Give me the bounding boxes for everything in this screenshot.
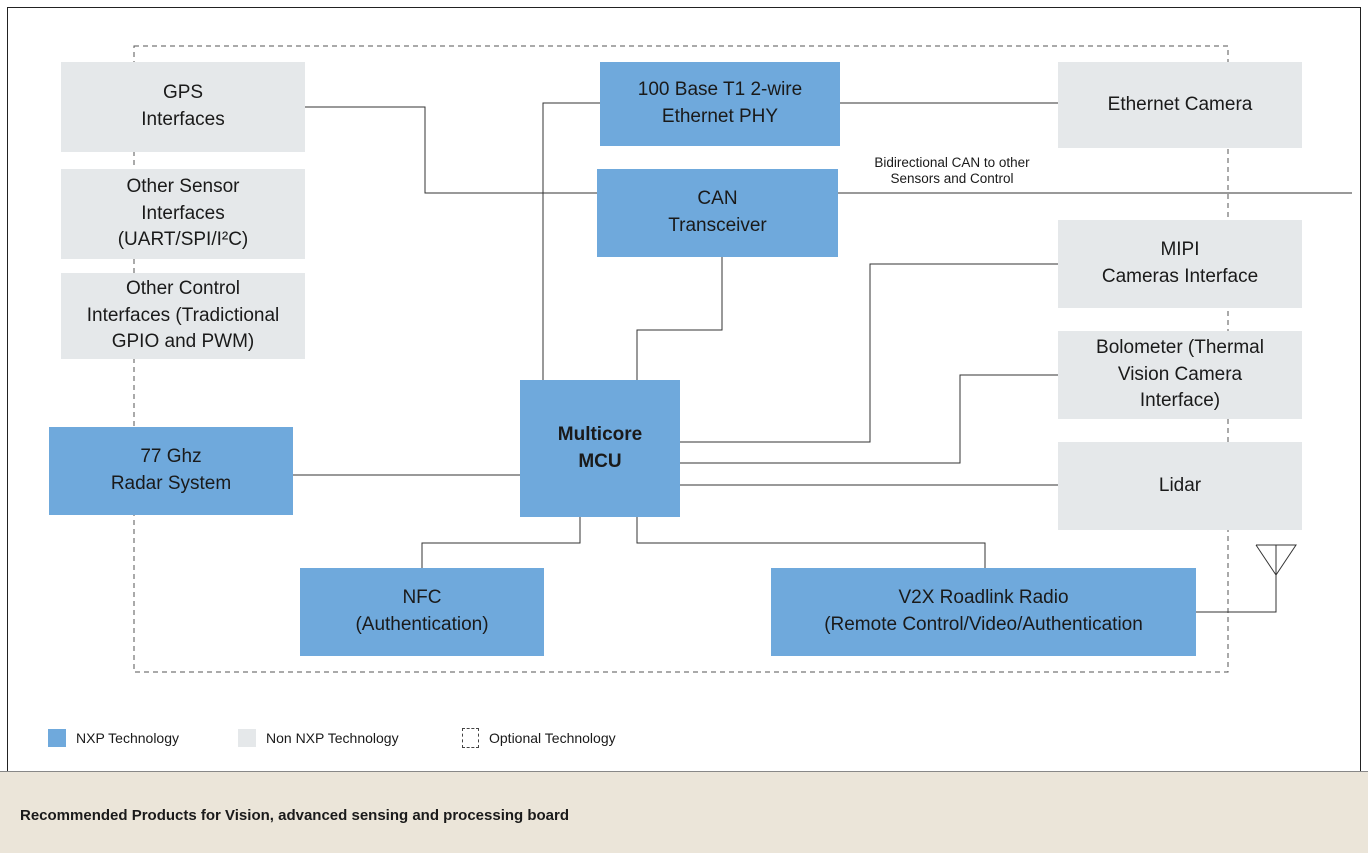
mipi-cameras-box: MIPI Cameras Interface xyxy=(1058,220,1302,308)
legend-nxp: NXP Technology xyxy=(48,729,179,747)
footer-title: Recommended Products for Vision, advance… xyxy=(20,807,570,824)
line-v2x-antenna xyxy=(1196,545,1277,613)
bolometer-box: Bolometer (Thermal Vision Camera Interfa… xyxy=(1058,331,1302,419)
line-mcu-bolometer xyxy=(680,374,1058,464)
radar-system-box: 77 Ghz Radar System xyxy=(49,427,293,515)
other-sensor-interfaces-box: Other Sensor Interfaces (UART/SPI/I²C) xyxy=(61,169,305,259)
line-mcu-v2x xyxy=(636,517,986,568)
legend-non-nxp: Non NXP Technology xyxy=(238,729,399,747)
other-control-interfaces-box: Other Control Interfaces (Tradictional G… xyxy=(61,273,305,359)
diagram-frame xyxy=(7,7,1361,771)
non-nxp-swatch xyxy=(238,729,256,747)
line-can-mcu xyxy=(636,257,723,380)
v2x-radio-box: V2X Roadlink Radio (Remote Control/Video… xyxy=(771,568,1196,656)
line-mcu-phy xyxy=(542,102,600,380)
legend-optional-label: Optional Technology xyxy=(489,730,616,746)
can-bus-note: Bidirectional CAN to other Sensors and C… xyxy=(874,155,1030,187)
line-gps-can xyxy=(305,106,597,194)
ethernet-phy-box: 100 Base T1 2-wire Ethernet PHY xyxy=(600,62,840,146)
nfc-box: NFC (Authentication) xyxy=(300,568,544,656)
ethernet-camera-box: Ethernet Camera xyxy=(1058,62,1302,148)
legend-non-nxp-label: Non NXP Technology xyxy=(266,730,399,746)
nxp-swatch xyxy=(48,729,66,747)
optional-swatch xyxy=(462,728,479,748)
lidar-box: Lidar xyxy=(1058,442,1302,530)
gps-interfaces-box: GPS Interfaces xyxy=(61,62,305,152)
footer-bar: Recommended Products for Vision, advance… xyxy=(0,771,1368,853)
antenna-icon xyxy=(1255,544,1297,576)
multicore-mcu-box: Multicore MCU xyxy=(520,380,680,517)
can-transceiver-box: CAN Transceiver xyxy=(597,169,838,257)
line-mcu-nfc xyxy=(421,517,581,568)
legend-nxp-label: NXP Technology xyxy=(76,730,179,746)
legend-optional: Optional Technology xyxy=(462,728,616,748)
line-mcu-mipi xyxy=(680,263,1058,443)
